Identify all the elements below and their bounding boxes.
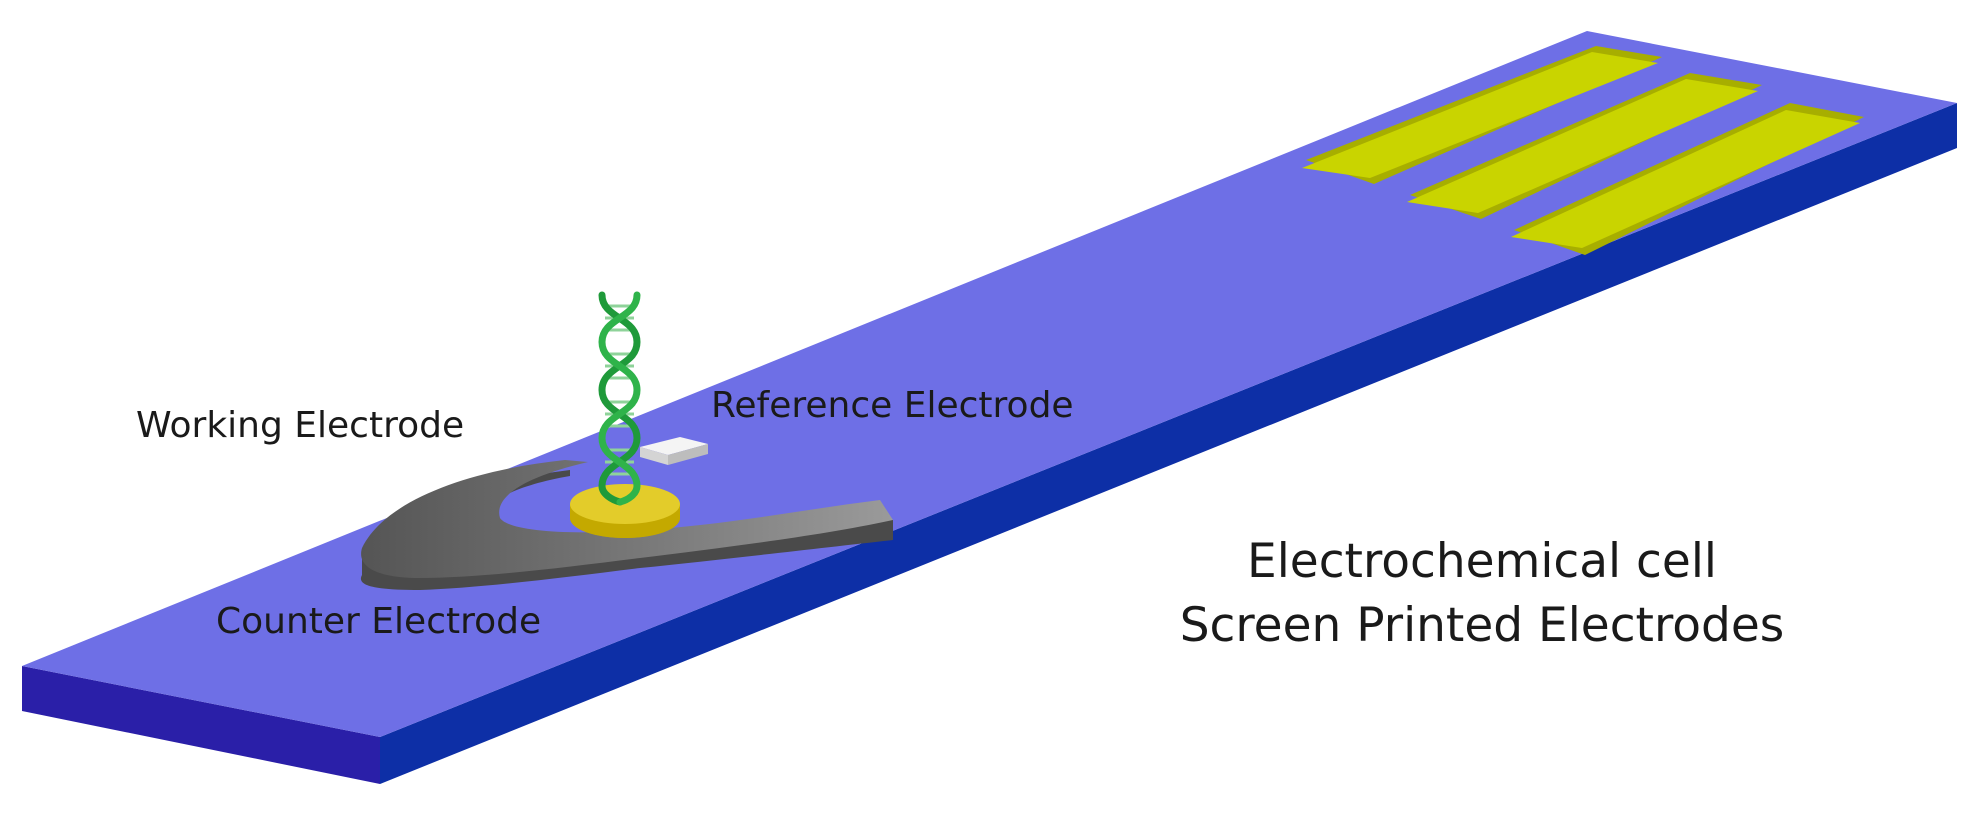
- working-electrode-label: Working Electrode: [136, 405, 465, 446]
- reference-electrode: [640, 437, 708, 465]
- diagram-caption: Electrochemical cell Screen Printed Elec…: [1172, 530, 1792, 658]
- contact-pad: [1511, 110, 1860, 248]
- counter-electrode: [360, 460, 894, 590]
- reference-electrode-label: Reference Electrode: [711, 385, 1074, 426]
- contact-pad: [1407, 79, 1758, 213]
- working-electrode: [570, 484, 680, 538]
- contact-pads: [1302, 46, 1864, 255]
- strip-front-face: [22, 666, 380, 784]
- contact-pad: [1302, 52, 1658, 178]
- strip-side-face: [380, 103, 1957, 784]
- dna-helix-icon: [598, 291, 641, 506]
- caption-line-2: Screen Printed Electrodes: [1179, 598, 1785, 653]
- caption-line-1: Electrochemical cell: [1247, 534, 1717, 589]
- counter-electrode-label: Counter Electrode: [216, 601, 542, 642]
